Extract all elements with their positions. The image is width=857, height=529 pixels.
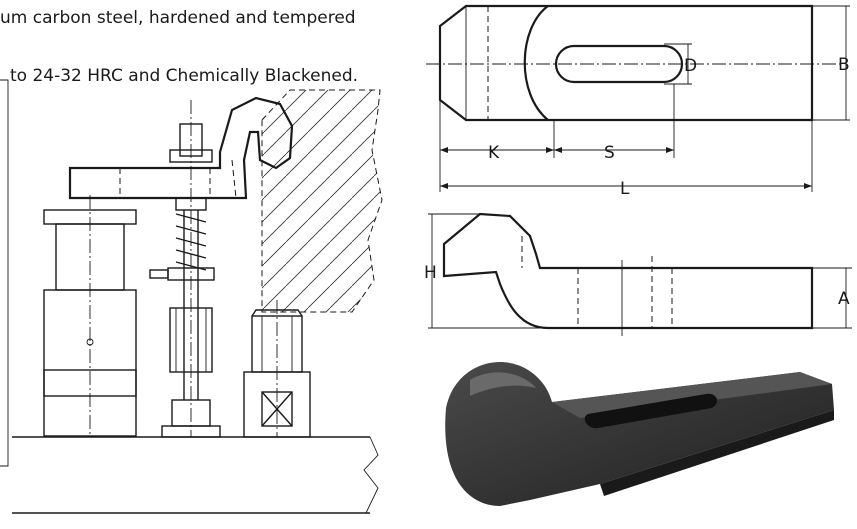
dimension-A: A [838, 289, 850, 309]
dimension-L: L [620, 179, 630, 199]
dimension-S: S [604, 143, 615, 163]
clamp-assembly-drawing [0, 79, 383, 514]
description-line-1: um carbon steel, hardened and tempered [0, 8, 356, 28]
description-line-2: to 24-32 HRC and Chemically Blackened. [10, 66, 359, 86]
clamp-top-view: D B K S L [426, 4, 850, 199]
clamp-product-photo [445, 362, 834, 506]
dimension-B: B [838, 55, 850, 75]
dimension-H: H [424, 263, 437, 283]
dimension-K: K [488, 143, 500, 163]
dimension-D: D [684, 56, 697, 76]
clamp-side-view: H A [424, 212, 852, 336]
